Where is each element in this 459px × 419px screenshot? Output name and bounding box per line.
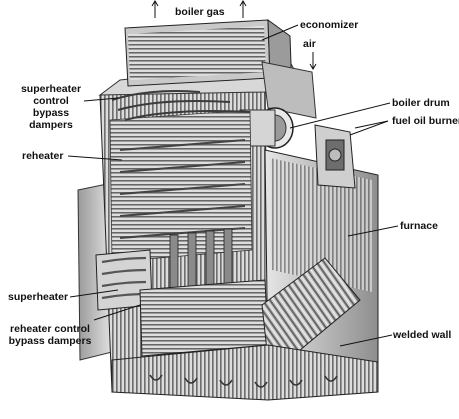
superheater-leader <box>69 289 119 298</box>
label-boiler-gas: boiler gas <box>175 6 225 18</box>
boiler-housing <box>77 18 379 401</box>
reheater-leader <box>67 155 123 161</box>
economizer-leader <box>261 24 299 41</box>
label-line: reheater control <box>10 323 90 335</box>
boiler-gas-arrowhead-right <box>239 0 247 7</box>
label-boiler-drum: boiler drum <box>392 97 450 109</box>
label-superheater: superheater <box>8 291 69 303</box>
label-line: control <box>33 95 69 107</box>
welded-wall-leader <box>339 334 393 347</box>
boiler-drum-leader <box>289 102 391 129</box>
fuel-oil-burner-leader-1 <box>354 120 389 129</box>
label-furnace: furnace <box>400 220 438 232</box>
reheater-bypass-leader <box>93 304 141 321</box>
label-air: air <box>303 38 316 50</box>
label-line: bypass <box>32 107 70 119</box>
label-reheater: reheater <box>22 150 64 162</box>
leader-lines <box>67 24 399 347</box>
label-line: bypass dampers <box>8 335 92 347</box>
flow-arrows <box>151 0 317 70</box>
boiler-gas-arrowhead-left <box>151 0 159 7</box>
air-arrowhead <box>309 63 317 70</box>
label-welded-wall: welded wall <box>393 329 452 341</box>
label-fuel-oil-burner: fuel oil burner <box>392 115 459 127</box>
label-reheater-control-bypass-dampers: reheater control bypass dampers <box>0 323 100 347</box>
label-economizer: economizer <box>300 19 359 31</box>
fuel-oil-burner-leader-2 <box>349 120 389 136</box>
label-line: superheater <box>20 83 82 95</box>
furnace-leader <box>347 225 399 237</box>
superheater-bypass-leader <box>83 97 119 102</box>
label-superheater-control-bypass-dampers: superheater control bypass dampers <box>14 83 88 131</box>
label-line: dampers <box>29 119 73 131</box>
